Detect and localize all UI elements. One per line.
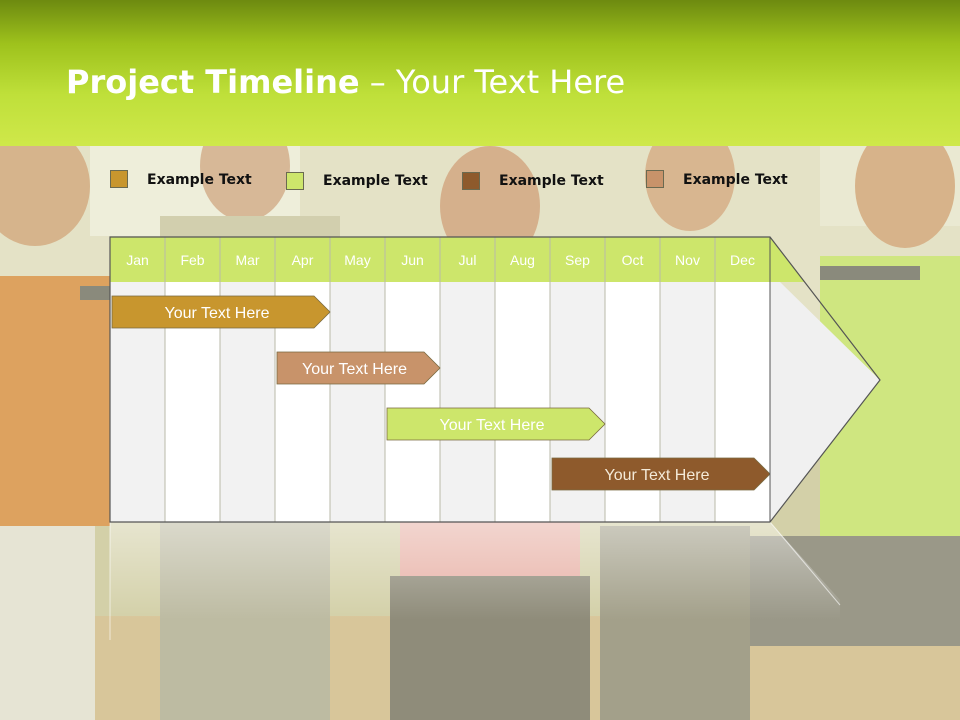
task-arrow-3[interactable]: Your Text Here (386, 407, 606, 441)
slide-title: Project Timeline – Your Text Here (66, 62, 625, 102)
month-label-dec: Dec (730, 252, 755, 268)
legend-swatch-4 (646, 170, 664, 188)
reflection-edges (109, 521, 841, 640)
month-label-jan: Jan (126, 252, 149, 268)
month-label-feb: Feb (180, 252, 204, 268)
month-label-jun: Jun (401, 252, 424, 268)
month-label-aug: Aug (510, 252, 535, 268)
legend-label-4: Example Text (683, 172, 788, 188)
title-bold: Project Timeline (66, 63, 360, 101)
task-arrow-4[interactable]: Your Text Here (551, 457, 771, 491)
month-label-mar: Mar (235, 252, 259, 268)
legend-label-3: Example Text (499, 173, 604, 189)
legend-swatch-3 (462, 172, 480, 190)
title-rest: – Your Text Here (359, 63, 626, 101)
month-label-jul: Jul (459, 252, 477, 268)
task-label-1: Your Text Here (165, 305, 270, 322)
month-label-may: May (344, 252, 370, 268)
task-label-3: Your Text Here (440, 417, 545, 434)
reflection-panel (110, 522, 840, 620)
month-label-nov: Nov (675, 252, 700, 268)
task-arrow-shape (386, 407, 606, 441)
task-arrow-shape (276, 351, 441, 385)
header-band: Project Timeline – Your Text Here (0, 0, 960, 146)
month-label-apr: Apr (292, 252, 314, 268)
task-arrow-shape (551, 457, 771, 491)
timeline-reflection (109, 521, 841, 640)
timeline-outline (109, 236, 881, 523)
month-labels: Jan Feb Mar Apr May Jun Jul Aug Sep Oct Nov Dec (126, 237, 755, 522)
timeline-frame (109, 236, 881, 523)
task-label-4: Your Text Here (605, 467, 710, 484)
month-header-bar (110, 237, 805, 282)
task-arrow-2[interactable]: Your Text Here (276, 351, 441, 385)
month-label-oct: Oct (622, 252, 644, 268)
month-column-aug (495, 282, 550, 522)
task-arrow-shape (111, 295, 331, 329)
legend-swatch-1 (110, 170, 128, 188)
month-label-sep: Sep (565, 252, 590, 268)
legend-swatch-2 (286, 172, 304, 190)
month-column-may (330, 282, 385, 522)
task-label-2: Your Text Here (302, 361, 407, 378)
legend-label-1: Example Text (147, 172, 252, 188)
arrow-head-fill (770, 282, 880, 522)
month-column-jul (440, 282, 495, 522)
task-arrow-1[interactable]: Your Text Here (111, 295, 331, 329)
month-column-jun (385, 282, 440, 522)
legend-label-2: Example Text (323, 173, 428, 189)
